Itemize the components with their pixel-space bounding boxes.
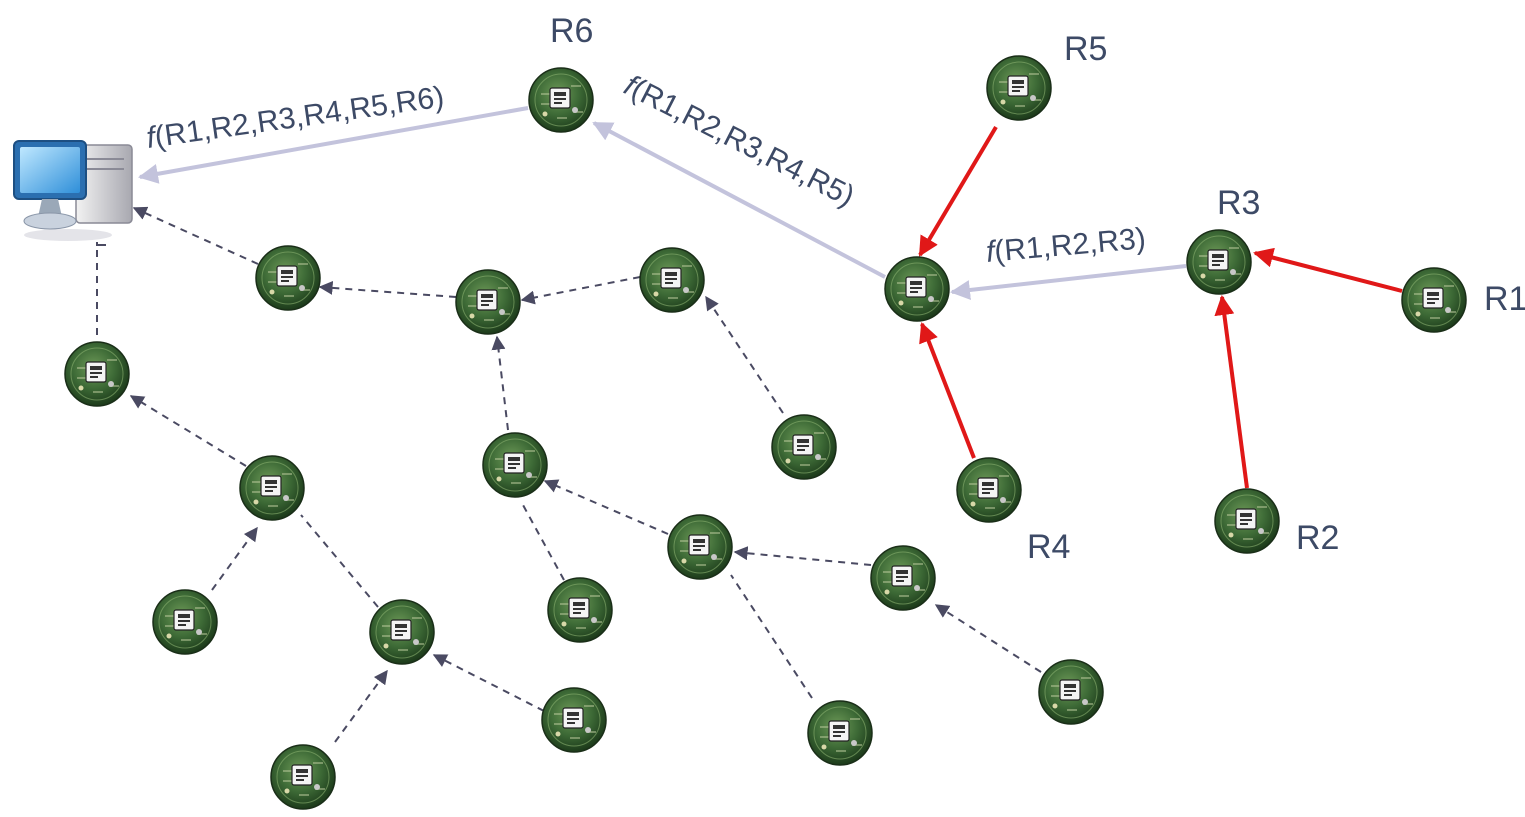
tree-edge: [334, 669, 388, 743]
function-label-r6: f(R1,R2,R3,R4,R5): [619, 69, 860, 213]
sensor-mote-icon: [771, 414, 837, 480]
tree-edge: [733, 546, 872, 566]
aggregate-edge-hub-to-r6: [592, 121, 886, 279]
tree-edge: [543, 479, 669, 535]
tree-edge: [132, 206, 259, 265]
function-label-r3: f(R1,R2,R3): [985, 222, 1147, 269]
sensor-mote-icon: [1038, 659, 1104, 725]
tree-edge: [934, 604, 1042, 673]
sensor-mote-icon: [956, 457, 1022, 523]
sensor-mote-icon: [870, 545, 936, 611]
sensor-mote-icon: [239, 455, 305, 521]
tree-edge: [520, 276, 641, 305]
computer-icon: [13, 140, 133, 246]
function-label-sink: f(R1,R2,R3,R4,R5,R6): [144, 80, 446, 154]
raw-edge-r4-to-hub: [919, 322, 976, 459]
raw-edge-r2-to-r3: [1214, 295, 1249, 489]
sensor-mote-icon: [541, 687, 607, 753]
tree-edge: [522, 504, 565, 581]
sensor-mote-icon: [482, 432, 548, 498]
raw-edge-r5-to-hub: [918, 125, 998, 257]
aggregate-edge-r6-to-sink: [138, 106, 529, 184]
sensor-mote-icon: [1401, 267, 1467, 333]
tree-edge: [730, 574, 813, 699]
sensor-mote-icon: [369, 599, 435, 665]
sensor-mote-icon: [455, 269, 521, 335]
tree-edge: [705, 295, 784, 414]
raw-edges: [918, 125, 1403, 489]
label-r2: R2: [1296, 519, 1339, 557]
tree-edge: [211, 526, 258, 591]
sensor-mote-icon: [807, 700, 873, 766]
sensor-mote-icon: [1214, 488, 1280, 554]
sensor-mote-icon: [64, 341, 130, 407]
sensor-mote-icon: [528, 67, 594, 133]
tree-edge: [432, 654, 545, 712]
tree-edges: [96, 206, 1042, 743]
tree-edge: [491, 335, 509, 431]
label-r6: R6: [550, 12, 593, 50]
aggregate-edge-r3-to-hub: [950, 264, 1187, 300]
raw-edge-r1-to-r3: [1253, 247, 1403, 293]
sensor-mote-icon: [639, 247, 705, 313]
sensor-mote-icon: [667, 514, 733, 580]
sensor-mote-icon: [986, 55, 1052, 121]
label-r4: R4: [1027, 528, 1070, 566]
sensor-mote-icon: [152, 589, 218, 655]
aggregate-edges: [138, 106, 1187, 300]
label-r5: R5: [1064, 30, 1107, 68]
node-labels: R6 R5 R3 R1 R4 R2: [550, 12, 1525, 566]
tree-edge: [300, 514, 379, 608]
label-r3: R3: [1217, 184, 1260, 222]
sensor-mote-icon: [270, 744, 336, 810]
sensor-mote-icon: [255, 245, 321, 311]
sensor-mote-icon: [1186, 229, 1252, 295]
tree-edge: [318, 280, 457, 298]
sensor-mote-icon: [547, 577, 613, 643]
label-r1: R1: [1484, 280, 1525, 318]
sensor-mote-icon: [884, 256, 950, 322]
tree-edge: [129, 395, 247, 467]
